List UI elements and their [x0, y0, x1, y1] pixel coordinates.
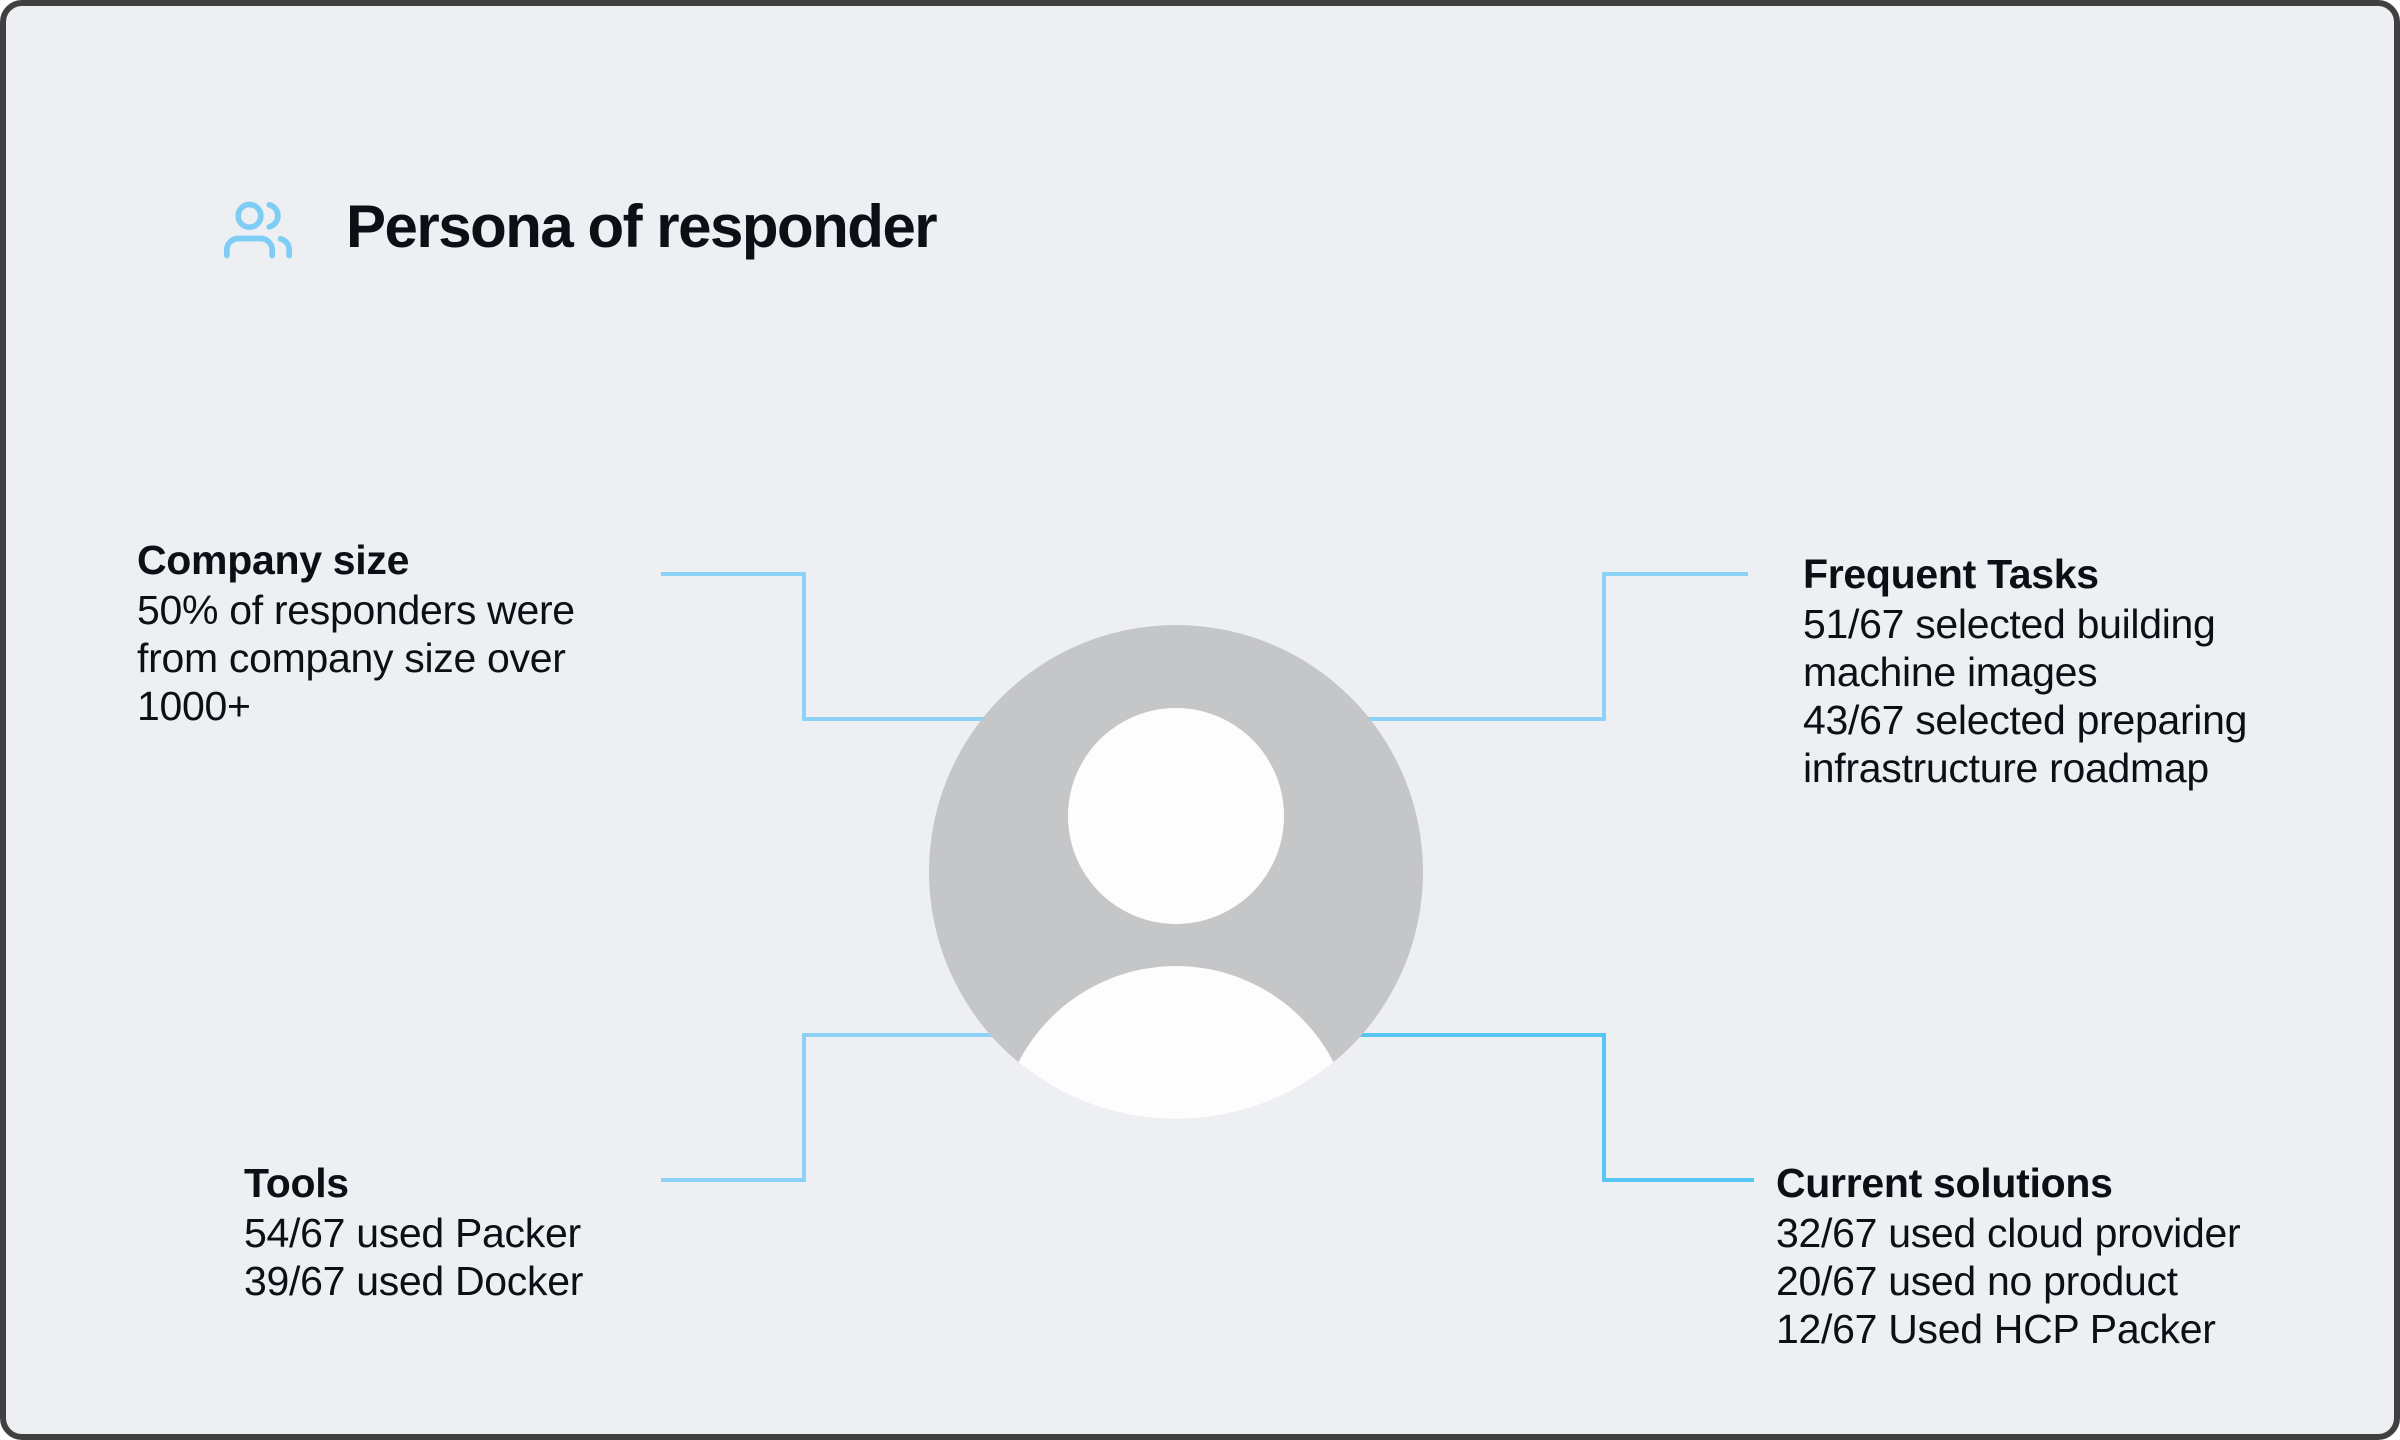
users-icon — [224, 196, 292, 264]
connector-segment — [802, 717, 992, 721]
connector-segment — [1602, 1033, 1606, 1182]
avatar-torso — [999, 966, 1353, 1119]
connector-segment — [661, 572, 806, 576]
callout-title: Tools — [244, 1160, 349, 1206]
callout-body-line: 43/67 selected preparing — [1803, 697, 2248, 743]
page-title: Persona of responder — [346, 193, 938, 260]
callout-title: Current solutions — [1776, 1160, 2113, 1206]
callout-title: Frequent Tasks — [1803, 551, 2099, 597]
connector-segment — [1602, 1178, 1754, 1182]
avatar-head — [1068, 708, 1284, 924]
callout-body-line: 50% of responders were — [137, 587, 575, 633]
connector-segment — [802, 1033, 997, 1037]
connector-segment — [1602, 572, 1748, 576]
connector-segment — [802, 1033, 806, 1182]
callout-body-line: machine images — [1803, 649, 2098, 695]
connector-segment — [802, 572, 806, 721]
callout-body-line: 54/67 used Packer — [244, 1210, 581, 1256]
connector-segment — [1602, 572, 1606, 721]
callout-body-line: 1000+ — [137, 683, 251, 729]
callout-title: Company size — [137, 537, 410, 583]
avatar — [929, 625, 1423, 1119]
callout-body-line: 20/67 used no product — [1776, 1258, 2178, 1304]
callout-body-line: 39/67 used Docker — [244, 1258, 584, 1304]
connector-segment — [1361, 717, 1606, 721]
callout-body-line: 32/67 used cloud provider — [1776, 1210, 2241, 1256]
callout-body-line: from company size over — [137, 635, 566, 681]
callout-current-solutions: Current solutions 32/67 used cloud provi… — [1776, 1157, 2316, 1353]
callout-body-line: infrastructure roadmap — [1803, 745, 2209, 791]
connector-segment — [661, 1178, 806, 1182]
callout-body-line: 12/67 Used HCP Packer — [1776, 1306, 2216, 1352]
callout-body-line: 51/67 selected building — [1803, 601, 2216, 647]
connector-segment — [1356, 1033, 1606, 1037]
